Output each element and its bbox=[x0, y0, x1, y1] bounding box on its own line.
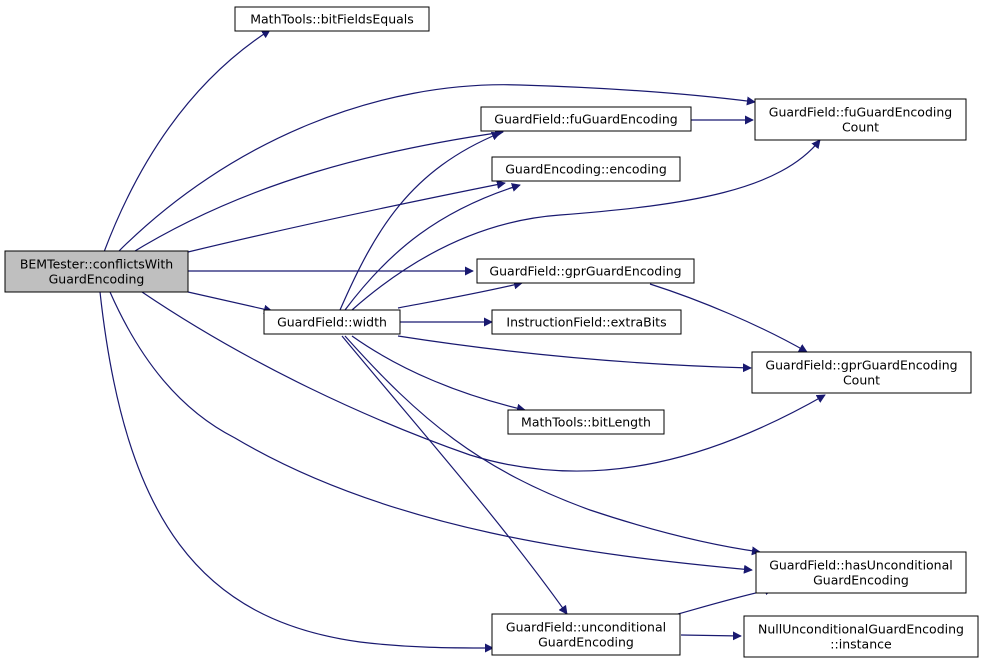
edge-width-to-bitlength bbox=[351, 335, 526, 413]
node-fuGuardEncoding[interactable]: GuardField::fuGuardEncoding bbox=[480, 106, 692, 132]
edge-width-to-gprguardencodingcount bbox=[397, 335, 752, 373]
edge-root-to-hasunconditional bbox=[109, 291, 753, 574]
node-label-bitLength-0: MathTools::bitLength bbox=[521, 415, 651, 430]
edge-root-to-gprguardencodingcount bbox=[141, 291, 826, 472]
node-box-root bbox=[4, 250, 189, 293]
node-label-nullInstance-1: ::instance bbox=[830, 637, 892, 652]
node-label-width-0: GuardField::width bbox=[277, 315, 387, 330]
node-label-hasUnconditional-1: GuardEncoding bbox=[813, 573, 909, 588]
node-label-nullInstance-0: NullUnconditionalGuardEncoding bbox=[758, 622, 964, 637]
node-nullInstance[interactable]: NullUnconditionalGuardEncoding::instance bbox=[743, 615, 979, 658]
node-label-gprGuardEncoding-0: GuardField::gprGuardEncoding bbox=[489, 264, 681, 279]
node-label-gprGuardEncodingCount-0: GuardField::gprGuardEncoding bbox=[765, 358, 957, 373]
node-box-encoding bbox=[491, 156, 681, 182]
edge-root-to-fuguardencoding bbox=[129, 128, 504, 255]
node-label-bitFieldsEquals-0: MathTools::bitFieldsEquals bbox=[250, 12, 414, 27]
edge-width-to-encoding bbox=[344, 183, 521, 311]
edge-root-to-width bbox=[187, 291, 273, 314]
node-gprGuardEncoding[interactable]: GuardField::gprGuardEncoding bbox=[476, 258, 695, 284]
edge-root-to-bitfieldsequals bbox=[103, 29, 271, 253]
edge-gprguardencoding-to-gprguardencodingcount bbox=[649, 283, 808, 353]
node-label-extraBits-0: InstructionField::extraBits bbox=[506, 315, 666, 330]
edge-width-to-fuguardencoding bbox=[339, 131, 501, 311]
edge-width-to-fuguardencodingcount bbox=[351, 139, 821, 311]
node-box-width bbox=[263, 309, 401, 335]
edge-root-to-unconditional bbox=[99, 291, 494, 653]
node-box-nullInstance bbox=[743, 615, 979, 658]
edge-root-to-encoding bbox=[187, 180, 506, 253]
node-hasUnconditional[interactable]: GuardField::hasUnconditionalGuardEncodin… bbox=[755, 551, 967, 594]
edge-width-to-gprguardencoding bbox=[397, 280, 523, 309]
edge-width-to-hasunconditional bbox=[344, 335, 761, 556]
node-label-root-1: GuardEncoding bbox=[49, 272, 145, 287]
node-box-hasUnconditional bbox=[755, 551, 967, 594]
node-label-encoding-0: GuardEncoding::encoding bbox=[505, 162, 667, 177]
node-box-gprGuardEncoding bbox=[476, 258, 695, 284]
edge-width-to-unconditional bbox=[341, 335, 568, 615]
node-label-fuGuardEncodingCount-1: Count bbox=[842, 120, 879, 135]
node-extraBits[interactable]: InstructionField::extraBits bbox=[491, 309, 682, 335]
node-label-gprGuardEncodingCount-1: Count bbox=[843, 373, 880, 388]
node-box-bitFieldsEquals bbox=[234, 6, 430, 32]
node-label-root-0: BEMTester::conflictsWith bbox=[20, 257, 173, 272]
node-label-fuGuardEncodingCount-0: GuardField::fuGuardEncoding bbox=[769, 105, 952, 120]
node-box-unconditional bbox=[491, 613, 681, 656]
edge-unconditional-to-nullinstance bbox=[680, 631, 742, 641]
node-label-hasUnconditional-0: GuardField::hasUnconditional bbox=[769, 558, 953, 573]
edge-root-to-fuguardencodingcount bbox=[117, 84, 756, 253]
node-box-bitLength bbox=[507, 409, 665, 435]
node-label-unconditional-0: GuardField::unconditional bbox=[506, 620, 666, 635]
node-width[interactable]: GuardField::width bbox=[263, 309, 401, 335]
node-bitFieldsEquals[interactable]: MathTools::bitFieldsEquals bbox=[234, 6, 430, 32]
node-box-extraBits bbox=[491, 309, 682, 335]
node-label-fuGuardEncoding-0: GuardField::fuGuardEncoding bbox=[494, 112, 677, 127]
node-box-gprGuardEncodingCount bbox=[751, 351, 972, 394]
node-box-fuGuardEncoding bbox=[480, 106, 692, 132]
node-label-unconditional-1: GuardEncoding bbox=[538, 635, 634, 650]
node-encoding[interactable]: GuardEncoding::encoding bbox=[491, 156, 681, 182]
node-box-fuGuardEncodingCount bbox=[754, 98, 967, 141]
node-bitLength[interactable]: MathTools::bitLength bbox=[507, 409, 665, 435]
